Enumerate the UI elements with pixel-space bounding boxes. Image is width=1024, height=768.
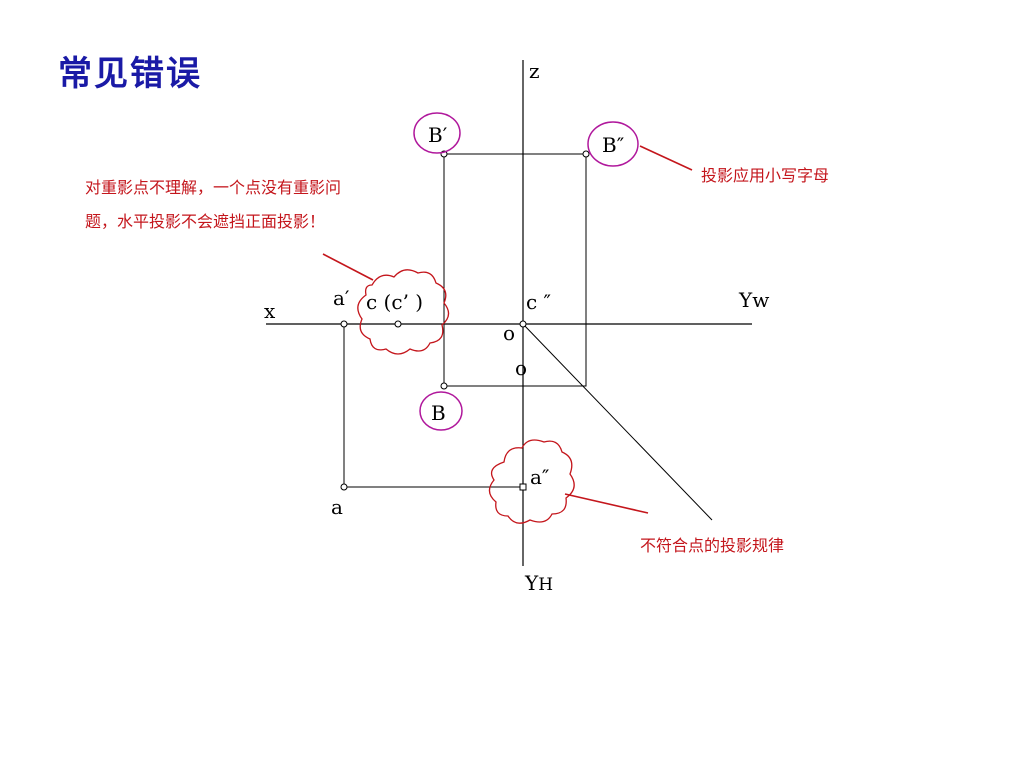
point-c-double-prime xyxy=(519,320,527,328)
rule-note: 不符合点的投影规律 xyxy=(640,536,784,555)
yw-axis-label: Yw xyxy=(738,288,769,312)
highlight-ring-b xyxy=(419,391,463,431)
yh-yw-diagonal xyxy=(522,323,713,521)
b-double-prime-label: B″ xyxy=(602,133,624,157)
point-a-double-prime xyxy=(519,483,527,491)
origin-label-lower: o xyxy=(515,356,527,380)
x-axis-label: x xyxy=(264,299,276,323)
highlight-ring-b-double-prime xyxy=(587,121,639,167)
origin-label: o xyxy=(503,321,515,345)
leader-rule-note xyxy=(564,493,649,514)
leader-lowercase-note xyxy=(639,145,693,171)
b-prime-label: B′ xyxy=(428,123,448,147)
leader-overlap-note xyxy=(322,253,374,281)
yh-subscript: H xyxy=(538,575,553,595)
c-pair-label: c (c’ ) xyxy=(366,290,423,314)
point-a-prime xyxy=(340,320,348,328)
point-c xyxy=(394,320,402,328)
error-cloud-c xyxy=(357,269,450,355)
lowercase-note: 投影应用小写字母 xyxy=(701,166,829,185)
z-axis-label: z xyxy=(529,59,540,83)
yh-axis-label: YH xyxy=(524,571,553,595)
b-label: B xyxy=(431,401,446,425)
highlight-ring-b-prime xyxy=(413,112,461,154)
error-cloud-a-double-prime xyxy=(488,439,575,524)
a-double-prime-label: a″ xyxy=(530,465,549,489)
c-double-prime-label: c ″ xyxy=(526,290,551,314)
slide-title: 常见错误 xyxy=(58,54,202,94)
a-prime-label: a′ xyxy=(333,286,350,310)
a-label: a xyxy=(331,495,343,519)
point-a xyxy=(340,483,348,491)
point-b xyxy=(440,382,448,390)
point-b-double-prime xyxy=(582,150,590,158)
b-projection-lines xyxy=(443,153,587,387)
overlap-note-line1: 对重影点不理解，一个点没有重影问 xyxy=(85,178,341,197)
overlap-note-line2: 题，水平投影不会遮挡正面投影！ xyxy=(85,212,325,231)
